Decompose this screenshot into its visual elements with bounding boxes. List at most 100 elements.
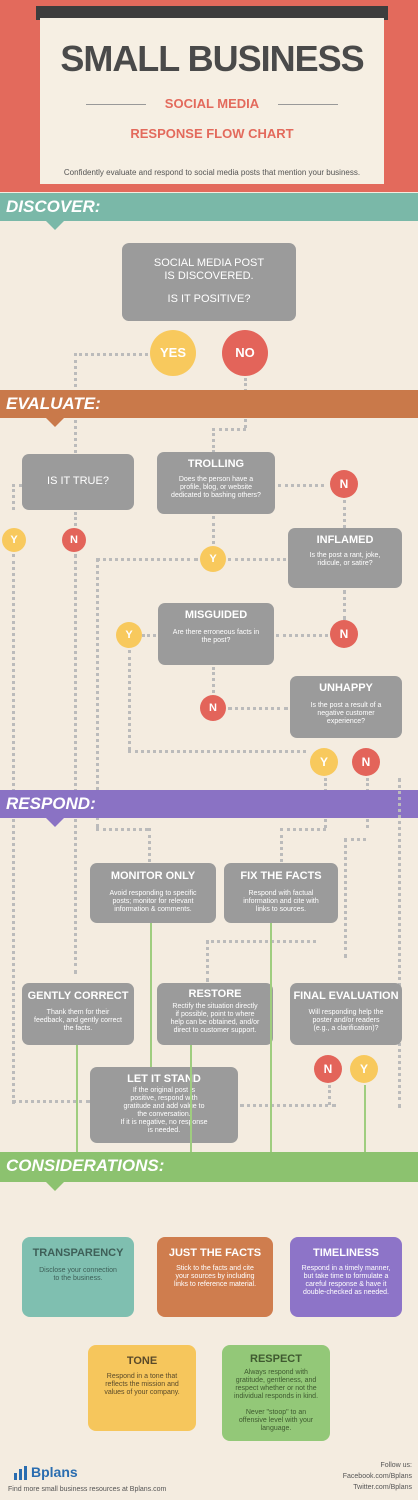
connector xyxy=(344,838,366,841)
logo-text: Bplans xyxy=(31,1464,78,1480)
box-title: UNHAPPY xyxy=(319,682,373,694)
box-title: IS IT TRUE? xyxy=(47,475,109,487)
n-circle: N xyxy=(330,470,358,498)
box-title: MISGUIDED xyxy=(184,609,248,621)
page-title: SMALL BUSINESS xyxy=(60,38,364,79)
section-band-discover: DISCOVER: xyxy=(0,193,418,221)
card-text: Respond in a tone that reflects the miss… xyxy=(104,1373,180,1396)
y-circle: Y xyxy=(350,1055,378,1083)
page-subtitle: SOCIAL MEDIA xyxy=(164,96,260,111)
connector xyxy=(278,484,324,487)
connector xyxy=(343,590,346,620)
connector xyxy=(96,558,99,828)
connector xyxy=(128,750,306,753)
box-is-it-true: IS IT TRUE? xyxy=(22,454,134,510)
box-title: LET IT STAND xyxy=(127,1073,201,1085)
page-subtitle-2: RESPONSE FLOW CHART xyxy=(130,126,294,141)
n-circle: N xyxy=(200,695,226,721)
no-circle: NO xyxy=(222,330,268,376)
box-text: Avoid responding to specific posts; moni… xyxy=(109,890,197,913)
connector xyxy=(128,650,131,750)
card-text: Always respond with gratitude, gentlenes… xyxy=(233,1369,319,1432)
connector xyxy=(96,828,148,831)
card-tone: TONE Respond in a tone that reflects the… xyxy=(88,1345,196,1431)
box-monitor-only: MONITOR ONLY Avoid responding to specifi… xyxy=(90,863,216,923)
box-title: RESTORE xyxy=(188,988,242,1000)
twitter-link[interactable]: Twitter.com/Bplans xyxy=(353,1484,412,1491)
facebook-link[interactable]: Facebook.com/Bplans xyxy=(342,1473,412,1480)
box-misguided: MISGUIDED Are there erroneous facts in t… xyxy=(158,603,274,665)
y-circle: Y xyxy=(2,528,26,552)
box-inflamed: INFLAMED Is the post a rant, joke, ridic… xyxy=(288,528,402,588)
box-text: Are there erroneous facts in the post? xyxy=(172,629,260,644)
card-text: Stick to the facts and cite your sources… xyxy=(173,1265,257,1288)
footer-follow: Follow us: xyxy=(380,1462,412,1469)
card-transparency: TRANSPARENCY Disclose your connection to… xyxy=(22,1237,134,1317)
box-text: Will responding help the poster and/or r… xyxy=(308,1009,384,1032)
box-title: MONITOR ONLY xyxy=(110,870,196,882)
box-title: INFLAMED xyxy=(316,534,374,546)
connector xyxy=(212,516,215,544)
box-final-evaluation: FINAL EVALUATION Will responding help th… xyxy=(290,983,402,1045)
yes-circle: YES xyxy=(150,330,196,376)
box-let-it-stand: LET IT STAND If the original post is pos… xyxy=(90,1067,238,1143)
band-pointer xyxy=(46,1182,64,1191)
connector xyxy=(12,1100,90,1103)
connector xyxy=(96,558,198,561)
card-title: TIMELINESS xyxy=(312,1247,379,1259)
divider xyxy=(278,104,338,105)
connector-line xyxy=(76,1045,78,1152)
bars-chart-icon xyxy=(14,1466,28,1480)
connector xyxy=(212,428,215,453)
connector-line xyxy=(190,1045,192,1152)
connector xyxy=(74,353,148,356)
connector xyxy=(343,500,346,528)
connector xyxy=(12,484,22,487)
connector xyxy=(206,940,209,982)
box-title: FINAL EVALUATION xyxy=(293,990,399,1002)
box-gently-correct: GENTLY CORRECT Thank them for their feed… xyxy=(22,983,134,1045)
connector xyxy=(344,838,347,958)
connector xyxy=(12,484,15,510)
section-label: RESPOND: xyxy=(6,794,96,813)
box-text: Thank them for their feedback, and gentl… xyxy=(34,1009,122,1032)
box-restore: RESTORE Rectify the situation directly i… xyxy=(157,983,273,1045)
box-text: Is the post a rant, joke, ridicule, or s… xyxy=(309,552,381,567)
connector xyxy=(142,634,156,637)
box-title: FIX THE FACTS xyxy=(240,870,322,882)
band-pointer xyxy=(46,418,64,427)
n-circle: N xyxy=(330,620,358,648)
n-circle: N xyxy=(352,748,380,776)
card-title: TONE xyxy=(126,1355,158,1367)
connector xyxy=(240,1104,336,1107)
box-fix-the-facts: FIX THE FACTS Respond with factual infor… xyxy=(224,863,338,923)
box-text: Does the person have a profile, blog, or… xyxy=(171,476,261,499)
box-text: Is the post a result of a negative custo… xyxy=(310,702,382,725)
box-text: SOCIAL MEDIA POST IS DISCOVERED. xyxy=(153,257,265,282)
divider xyxy=(86,104,146,105)
box-text: IS IT POSITIVE? xyxy=(167,293,251,305)
box-trolling: TROLLING Does the person have a profile,… xyxy=(157,452,275,514)
box-post-discovered: SOCIAL MEDIA POST IS DISCOVERED. IS IT P… xyxy=(122,243,296,321)
band-pointer xyxy=(46,818,64,827)
connector xyxy=(280,828,283,862)
header-bar xyxy=(36,6,388,20)
connector xyxy=(206,940,316,943)
box-text: If the original post is positive, respon… xyxy=(120,1087,208,1134)
y-circle: Y xyxy=(116,622,142,648)
box-title: GENTLY CORRECT xyxy=(27,990,129,1002)
card-just-the-facts: JUST THE FACTS Stick to the facts and ci… xyxy=(157,1237,273,1317)
box-text: Rectify the situation directly if possib… xyxy=(170,1003,260,1034)
band-pointer xyxy=(46,221,64,230)
section-label: CONSIDERATIONS: xyxy=(6,1156,165,1175)
card-title: JUST THE FACTS xyxy=(168,1247,262,1259)
tagline: Confidently evaluate and respond to soci… xyxy=(63,168,361,177)
connector xyxy=(74,512,77,526)
section-band-respond: RESPOND: xyxy=(0,790,418,818)
footer-resources-link[interactable]: Find more small business resources at Bp… xyxy=(8,1486,167,1493)
connector xyxy=(328,1085,331,1105)
connector-line xyxy=(270,923,272,1152)
card-text: Respond in a timely manner, but take tim… xyxy=(301,1265,391,1296)
connector-line xyxy=(150,923,152,1067)
box-text: Respond with factual information and cit… xyxy=(243,890,319,913)
